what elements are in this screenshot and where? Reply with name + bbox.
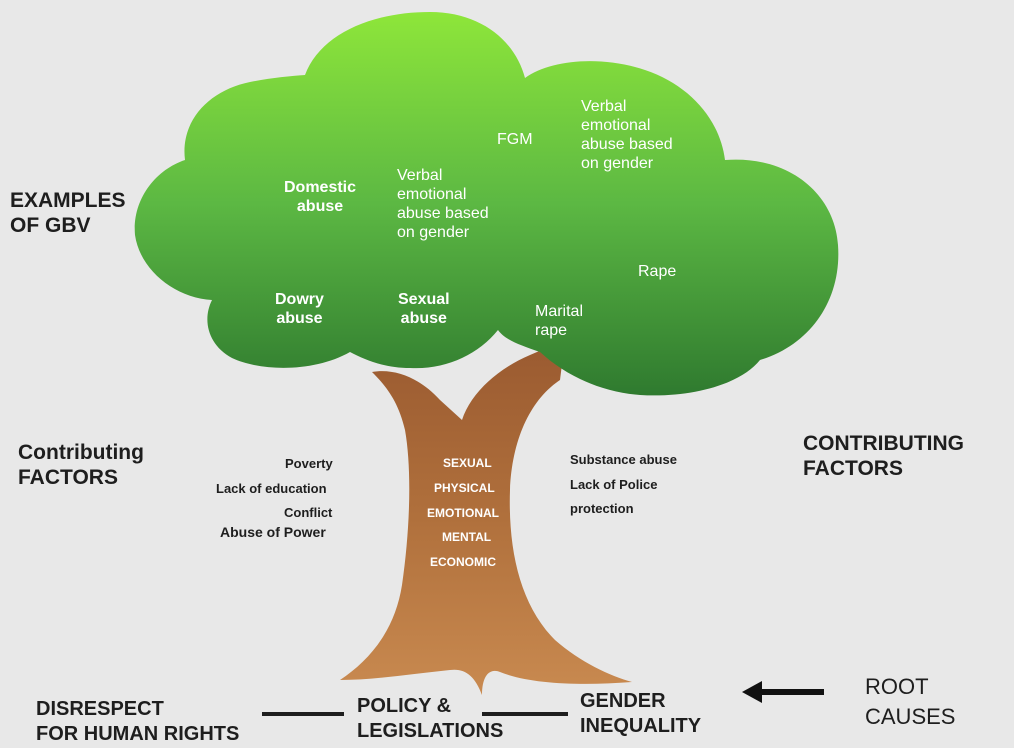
tree-canopy bbox=[134, 12, 839, 396]
root-causes-line-1: ROOT bbox=[865, 674, 929, 699]
root-disrespect: DISRESPECT FOR HUMAN RIGHTS bbox=[36, 697, 239, 747]
verbal-left-line-1: Verbal bbox=[397, 167, 443, 184]
verbal-left-line-2: emotional bbox=[397, 186, 467, 203]
trunk-sexual: SEXUAL bbox=[443, 456, 492, 470]
contributing-left-line-2: FACTORS bbox=[18, 466, 118, 489]
connector-line-1 bbox=[262, 712, 344, 716]
verbal-left-line-3: abuse based bbox=[397, 205, 489, 222]
verbal-left-line-4: on gender bbox=[397, 224, 470, 241]
factor-poverty: Poverty bbox=[285, 456, 333, 471]
factor-lack-of-police: Lack of Police bbox=[570, 477, 658, 492]
domestic-abuse-label: Domestic abuse bbox=[284, 178, 356, 216]
trunk-physical: PHYSICAL bbox=[434, 481, 495, 495]
factor-abuse-of-power: Abuse of Power bbox=[220, 524, 326, 540]
trunk-economic: ECONOMIC bbox=[430, 555, 496, 569]
factor-conflict: Conflict bbox=[284, 505, 333, 520]
contributing-left-line-1: Contributing bbox=[18, 441, 144, 464]
marital-line-2: rape bbox=[535, 322, 568, 339]
gender-line-2: INEQUALITY bbox=[580, 715, 702, 737]
sexual-abuse-label: Sexual abuse bbox=[398, 290, 450, 328]
examples-line-1: EXAMPLES bbox=[10, 189, 126, 212]
dowry-line-1: Dowry bbox=[275, 291, 324, 308]
trunk-mental: MENTAL bbox=[442, 530, 492, 544]
examples-of-gbv-label: EXAMPLES OF GBV bbox=[10, 188, 126, 238]
policy-line-2: LEGISLATIONS bbox=[357, 720, 504, 742]
root-policy: POLICY & LEGISLATIONS bbox=[357, 694, 503, 744]
contributing-right-line-2: FACTORS bbox=[803, 457, 903, 480]
sexual-line-1: Sexual bbox=[398, 291, 450, 308]
domestic-line-1: Domestic bbox=[284, 179, 357, 196]
contributing-right-line-1: CONTRIBUTING bbox=[803, 432, 964, 455]
sexual-line-2: abuse bbox=[400, 310, 447, 327]
policy-line-1: POLICY & bbox=[357, 695, 452, 717]
contributing-factors-left-label: Contributing FACTORS bbox=[18, 440, 144, 490]
verbal-right-line-1: Verbal bbox=[581, 98, 627, 115]
factor-lack-of-education: Lack of education bbox=[216, 481, 327, 496]
root-causes-line-2: CAUSES bbox=[865, 704, 956, 729]
contributing-factors-right-label: CONTRIBUTING FACTORS bbox=[803, 431, 964, 481]
disrespect-line-1: DISRESPECT bbox=[36, 698, 164, 720]
disrespect-line-2: FOR HUMAN RIGHTS bbox=[36, 723, 240, 745]
trunk-emotional: EMOTIONAL bbox=[427, 506, 499, 520]
connector-line-2 bbox=[482, 712, 568, 716]
examples-line-2: OF GBV bbox=[10, 214, 91, 237]
verbal-right-line-2: emotional bbox=[581, 117, 651, 134]
verbal-right-line-3: abuse based bbox=[581, 136, 673, 153]
factor-protection: protection bbox=[570, 501, 634, 516]
verbal-abuse-right-label: Verbal emotional abuse based on gender bbox=[581, 97, 673, 173]
marital-line-1: Marital bbox=[535, 303, 584, 320]
factor-substance-abuse: Substance abuse bbox=[570, 452, 677, 467]
dowry-abuse-label: Dowry abuse bbox=[275, 290, 324, 328]
marital-rape-label: Marital rape bbox=[535, 302, 583, 340]
verbal-abuse-left-label: Verbal emotional abuse based on gender bbox=[397, 166, 489, 242]
root-causes-label: ROOT CAUSES bbox=[865, 672, 955, 732]
verbal-right-line-4: on gender bbox=[581, 155, 654, 172]
gender-line-1: GENDER bbox=[580, 690, 666, 712]
domestic-line-2: abuse bbox=[296, 198, 344, 215]
root-gender-inequality: GENDER INEQUALITY bbox=[580, 689, 701, 739]
dowry-line-2: abuse bbox=[276, 310, 323, 327]
rape-label: Rape bbox=[638, 263, 677, 280]
tree-trunk bbox=[340, 340, 632, 695]
arrow-left-icon bbox=[742, 681, 824, 703]
fgm-label: FGM bbox=[497, 131, 533, 148]
